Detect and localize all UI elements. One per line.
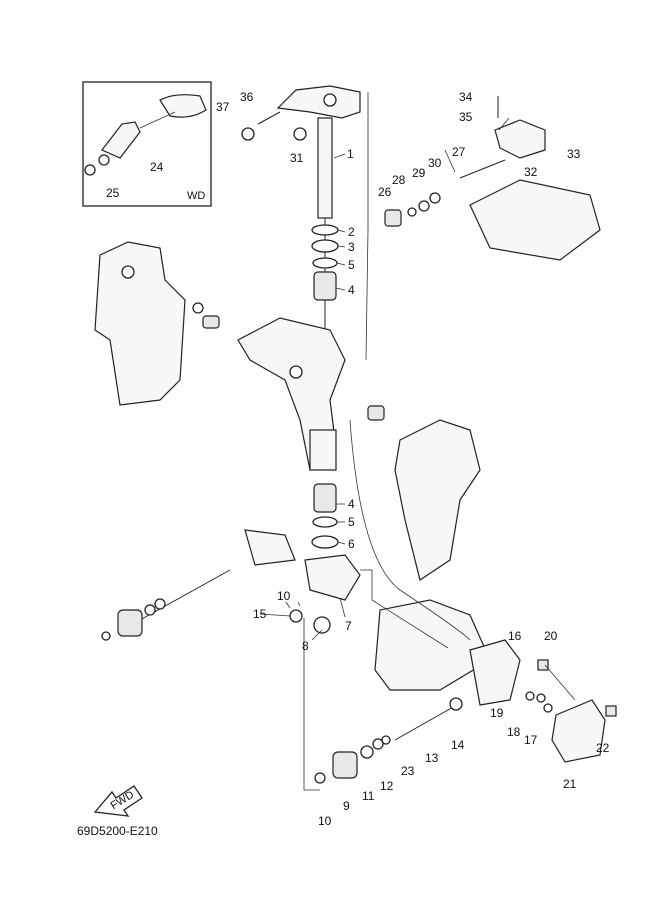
left-shaft: [101, 569, 231, 641]
callout-c25: 25: [106, 186, 120, 200]
callout-c1: 1: [347, 147, 354, 161]
callout-c23: 23: [401, 764, 415, 778]
callout-c34: 34: [459, 90, 473, 104]
callout-c22: 22: [596, 741, 610, 755]
callout-c2: 2: [348, 225, 355, 239]
callout-c19: 19: [490, 706, 504, 720]
callout-c11: 11: [362, 789, 375, 803]
callout-c14: 14: [451, 738, 465, 752]
callout-c9: 9: [343, 799, 350, 813]
callout-c6: 6: [348, 537, 355, 551]
callout-c13: 13: [425, 751, 439, 765]
diagram-code: 69D5200-E210: [77, 824, 158, 838]
swivel-bracket: [237, 317, 346, 472]
callout-c28: 28: [392, 173, 406, 187]
callout-c36: 36: [240, 90, 254, 104]
callout-c26: 26: [378, 185, 392, 199]
inset-wd-label: WD: [187, 190, 205, 202]
callout-c10a: 10: [277, 589, 291, 603]
callout-c7: 7: [345, 619, 352, 633]
callout-c5b: 5: [348, 515, 355, 529]
callout-c31: 31: [290, 151, 304, 165]
callout-c4b: 4: [348, 497, 355, 511]
guide-lines: [303, 92, 576, 791]
callout-c21: 21: [563, 777, 577, 791]
callout-c32: 32: [524, 165, 538, 179]
callout-c29: 29: [412, 166, 426, 180]
steering-arm: [241, 85, 361, 141]
callout-c18: 18: [507, 725, 521, 739]
fwd-arrow: FWD: [93, 785, 143, 817]
clamp-bracket-left: [94, 241, 220, 406]
callout-leaders: [259, 117, 510, 641]
inset-box: WD: [82, 81, 212, 207]
callout-c17: 17: [524, 733, 538, 747]
lower-bracket: [244, 529, 361, 634]
remote-mount-assembly: [384, 96, 601, 261]
callout-c37: 37: [216, 100, 230, 114]
callout-c35: 35: [459, 110, 473, 124]
callout-c30: 30: [428, 156, 442, 170]
callout-c8: 8: [302, 639, 309, 653]
callout-labels: 1235445678910101112131415161718192021222…: [106, 90, 610, 828]
callout-c15: 15: [253, 607, 267, 621]
callout-c16: 16: [508, 629, 522, 643]
callout-c10b: 10: [318, 814, 332, 828]
callout-c27: 27: [452, 145, 466, 159]
callout-c20: 20: [544, 629, 558, 643]
callout-c4a: 4: [348, 283, 355, 297]
callout-c12: 12: [380, 779, 394, 793]
callout-c3: 3: [348, 240, 355, 254]
through-bolt: [314, 659, 617, 784]
lower-mount-body: [374, 599, 606, 763]
callout-c5a: 5: [348, 258, 355, 272]
callout-c24: 24: [150, 160, 164, 174]
callout-c33: 33: [567, 147, 581, 161]
clamp-bracket-right: [367, 405, 481, 581]
